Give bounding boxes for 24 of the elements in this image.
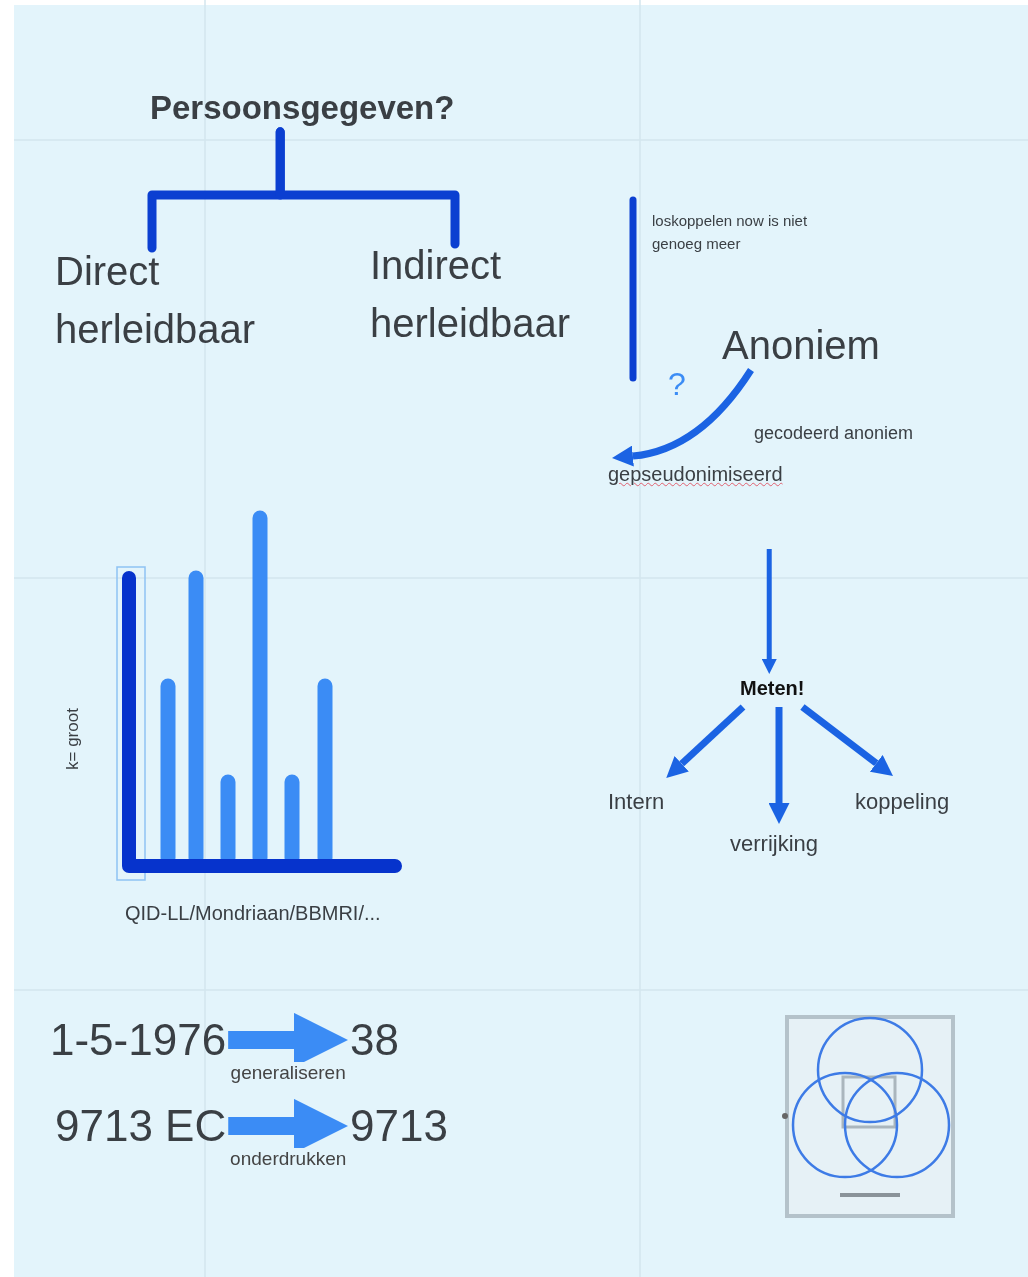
node-text: koppeling [855,786,950,818]
annotation-text: gecodeerd anoniem [754,422,914,445]
arrow [612,368,754,467]
arrow [761,549,777,674]
note-text: loskoppelen now is niet genoeg meer [652,211,809,254]
node-text: Meten! [740,674,805,703]
arrow [666,704,746,778]
question-mark: ? [668,365,686,404]
node-text: Indirect herleidbaar [370,236,610,352]
arrow [800,704,893,776]
node-text: 38 [350,1008,399,1072]
node-text: Persoonsgegeven? [150,84,455,132]
node-text: 9713 EC [55,1094,227,1158]
node-text: Direct herleidbaar [55,242,295,358]
node-text: Intern [608,786,665,818]
venn-diagram-drawing [785,1015,955,1218]
node-text: 1-5-1976 [50,1008,227,1072]
axis-label: QID-LL/Mondriaan/BBMRI/... [125,901,381,926]
node-text: gepseudonimiseerd [608,460,783,489]
axis-label: k= groot [62,710,83,770]
node-text: Anoniem [722,316,880,374]
node-text: verrijking [730,828,819,860]
node-text: 9713 [350,1094,448,1158]
connector-line [275,127,460,249]
